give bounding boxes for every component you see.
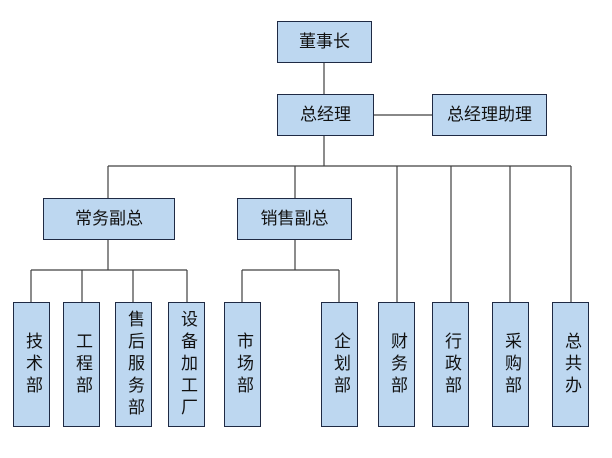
node-general-label: 总共办 xyxy=(561,331,581,398)
node-admin-label: 行政部 xyxy=(441,331,461,398)
node-purchasing: 采购部 xyxy=(492,302,529,427)
node-market: 市场部 xyxy=(224,302,261,427)
node-tech: 技术部 xyxy=(13,302,50,427)
node-engineering: 工程部 xyxy=(63,302,100,427)
node-chairman: 董事长 xyxy=(277,21,372,63)
node-after-sales-label: 售后服务部 xyxy=(124,309,144,420)
node-gm-assistant: 总经理助理 xyxy=(432,94,547,136)
node-gm-label: 总经理 xyxy=(300,104,351,125)
node-gm: 总经理 xyxy=(277,94,374,136)
node-admin: 行政部 xyxy=(432,302,469,427)
node-market-label: 市场部 xyxy=(233,331,253,398)
node-equipment-label: 设备加工厂 xyxy=(177,309,197,420)
node-exec-vp-label: 常务副总 xyxy=(75,208,143,229)
node-planning-label: 企划部 xyxy=(330,331,350,398)
node-general: 总共办 xyxy=(552,302,589,427)
node-engineering-label: 工程部 xyxy=(72,331,92,398)
node-sales-vp-label: 销售副总 xyxy=(260,208,329,229)
node-finance: 财务部 xyxy=(378,302,415,427)
node-gm-assistant-label: 总经理助理 xyxy=(447,104,532,125)
node-sales-vp: 销售副总 xyxy=(237,198,352,240)
node-purchasing-label: 采购部 xyxy=(501,331,521,398)
node-tech-label: 技术部 xyxy=(22,331,42,398)
node-chairman-label: 董事长 xyxy=(299,31,350,52)
node-planning: 企划部 xyxy=(321,302,358,427)
node-after-sales: 售后服务部 xyxy=(115,302,152,427)
node-exec-vp: 常务副总 xyxy=(43,198,175,240)
node-equipment: 设备加工厂 xyxy=(168,302,205,427)
node-finance-label: 财务部 xyxy=(387,331,407,398)
